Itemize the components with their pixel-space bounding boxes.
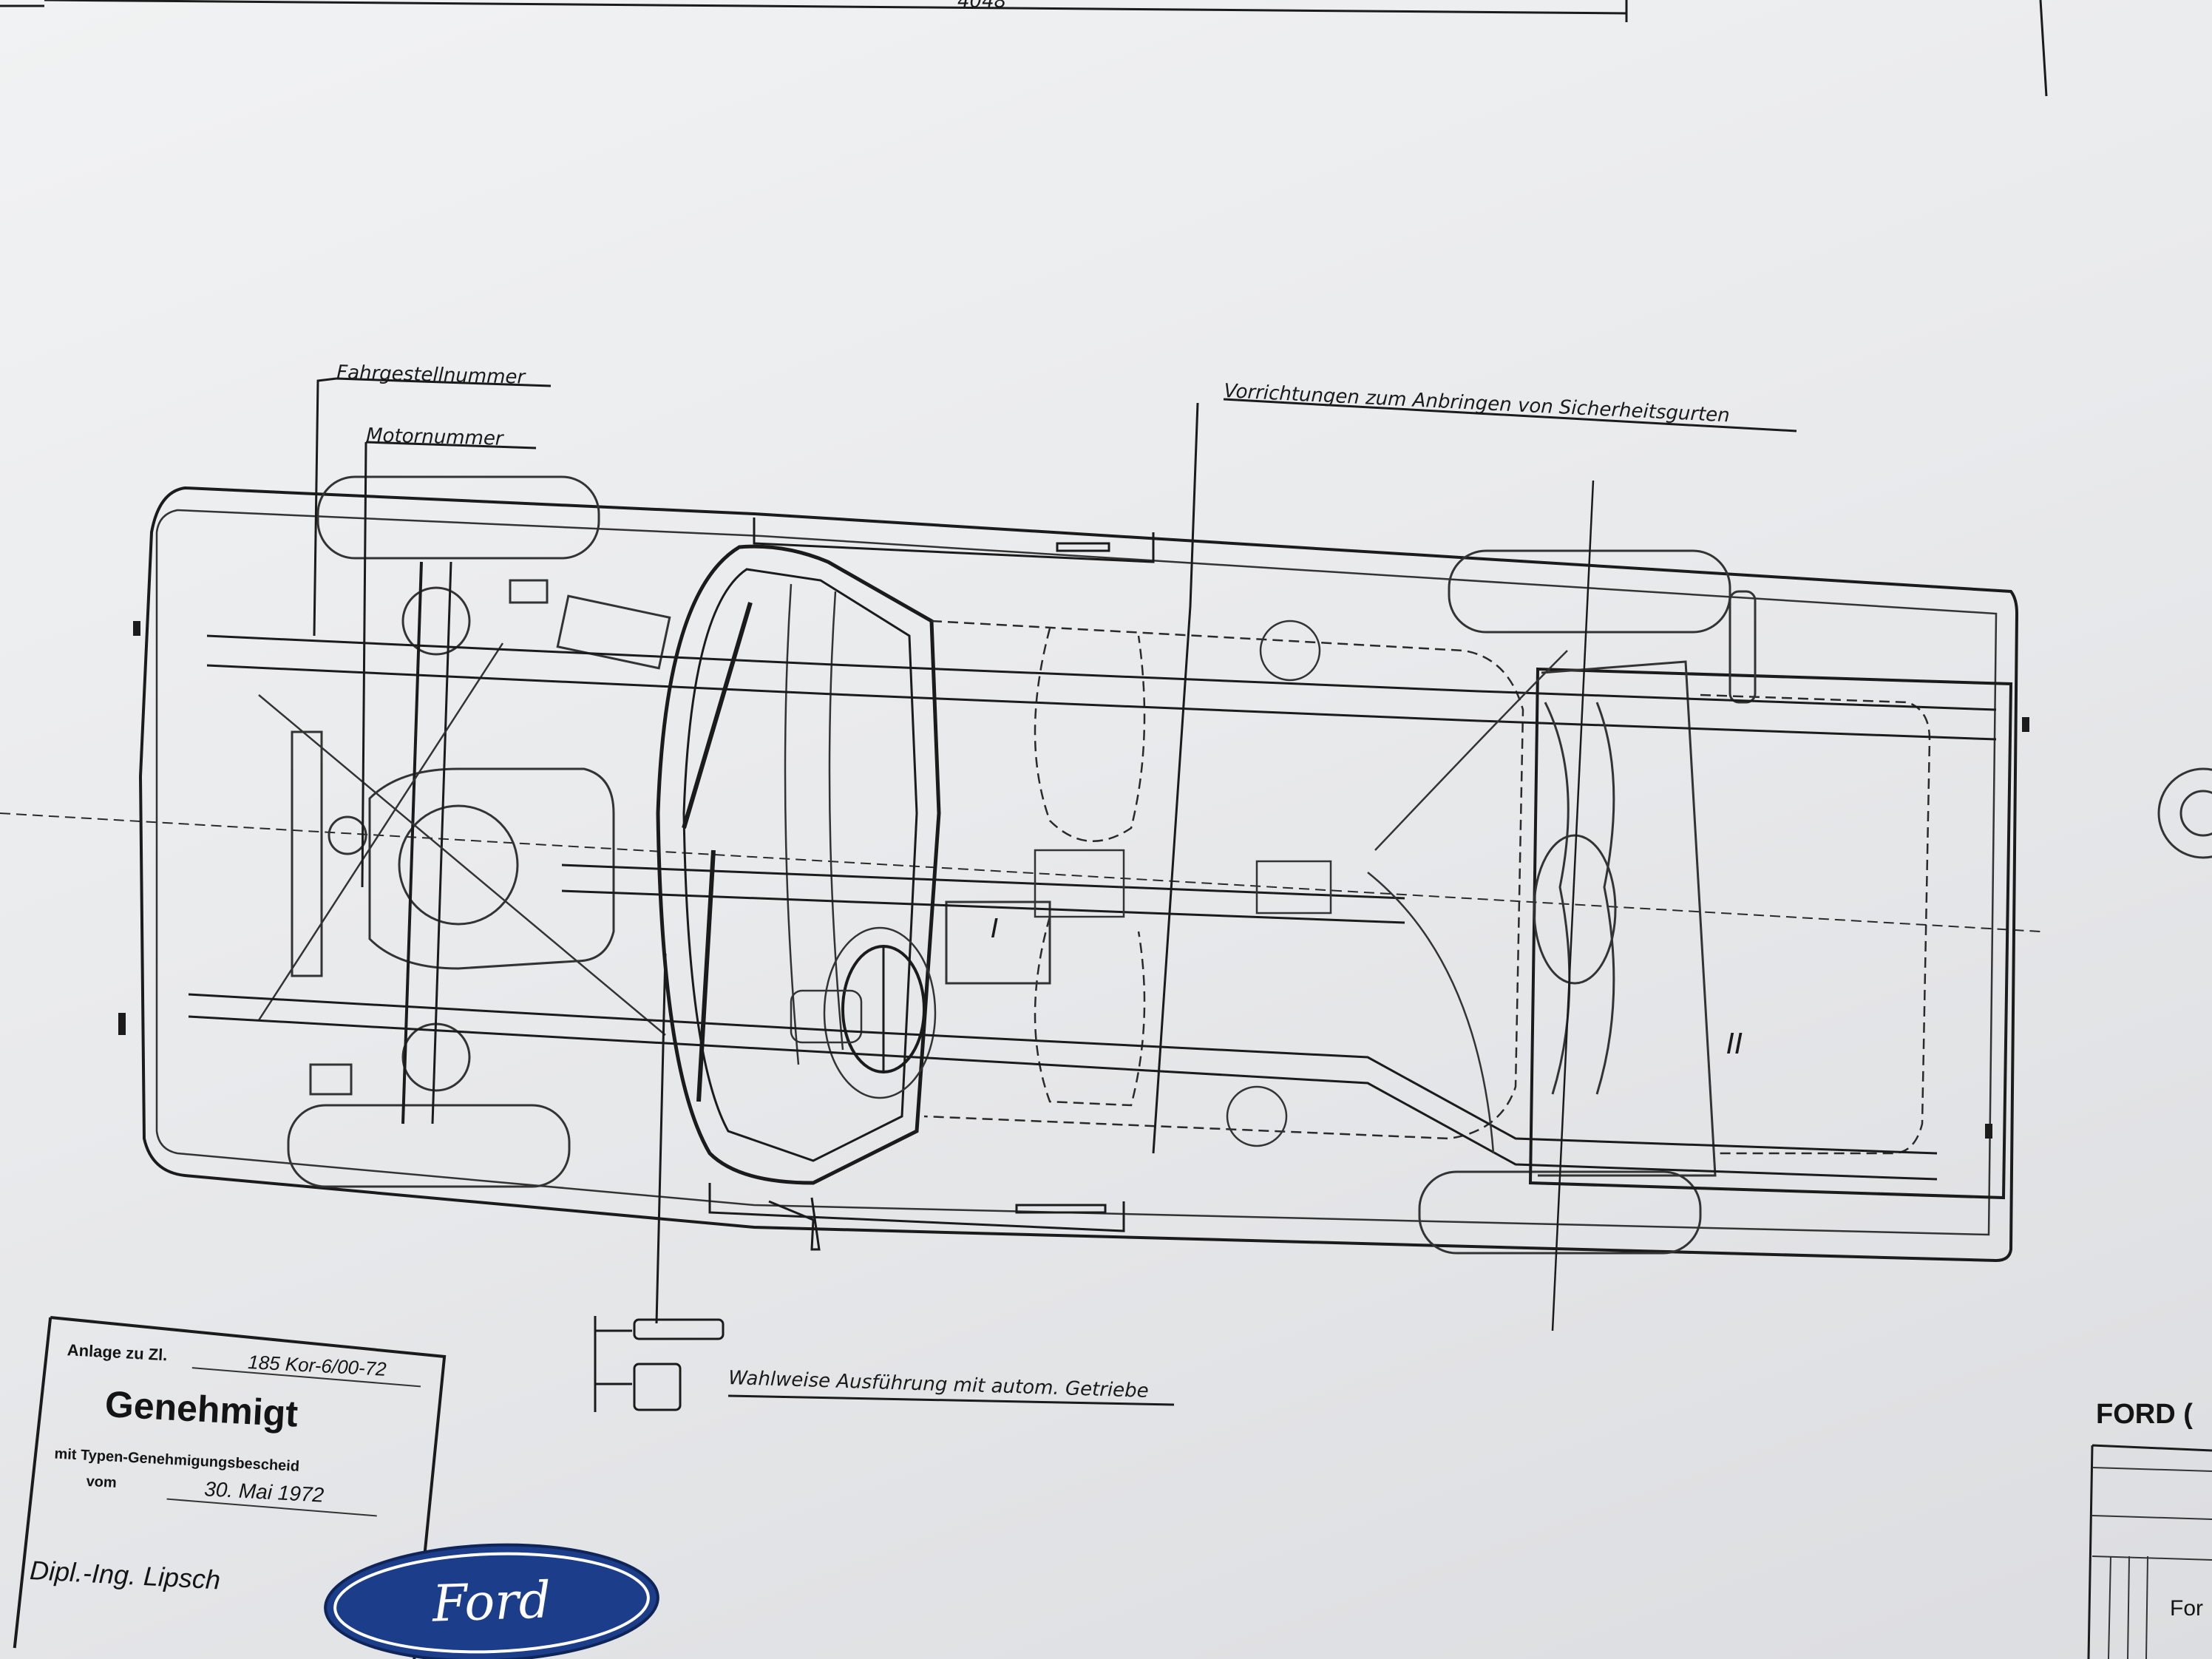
ford-logo-text: Ford — [430, 1571, 552, 1634]
stamp-title: Genehmigt — [104, 1383, 299, 1435]
center-axis — [0, 812, 2041, 932]
chassis-rails — [188, 620, 1997, 1181]
top-dimension-value: 4048 — [957, 0, 1006, 13]
stamp-attachment-label: Anlage zu Zl. — [67, 1340, 168, 1364]
chassis-number-label: Fahrgestellnummer — [336, 362, 527, 389]
wheels — [287, 475, 1731, 1255]
trunk-outline: II — [1528, 590, 2212, 1200]
car-body-outline — [118, 486, 2029, 1263]
stamp-signature: Dipl.-Ing. Lipsch — [29, 1555, 221, 1595]
ford-logo: Ford — [324, 1543, 659, 1659]
engine-number-label: Motornummer — [366, 424, 505, 450]
stamp-attachment-value: 185 Kor-6/00-72 — [248, 1351, 387, 1380]
top-dimension-line: 4048 — [0, 0, 2048, 97]
trunk-marker-ii: II — [1726, 1028, 1743, 1060]
stamp-date-value: 30. Mai 1972 — [204, 1477, 325, 1506]
title-block: FORD ( For — [2087, 1399, 2212, 1659]
chassis-number-callout: Fahrgestellnummer — [313, 362, 552, 637]
interior-dashed: I — [923, 620, 1524, 1140]
seat-belt-anchor-label: Vorrichtungen zum Anbringen von Sicherhe… — [1224, 380, 1731, 427]
title-block-row-text: For — [2170, 1596, 2203, 1621]
title-block-company: FORD ( — [2096, 1399, 2193, 1430]
cabin-outline — [656, 544, 941, 1185]
engine-number-callout: Motornummer — [361, 424, 537, 888]
stamp-line2: mit Typen-Genehmigungsbescheid — [54, 1446, 300, 1475]
engine-bay — [257, 561, 671, 1124]
seat-marker-i: I — [991, 914, 999, 944]
stamp-date-label: vom — [86, 1473, 117, 1491]
